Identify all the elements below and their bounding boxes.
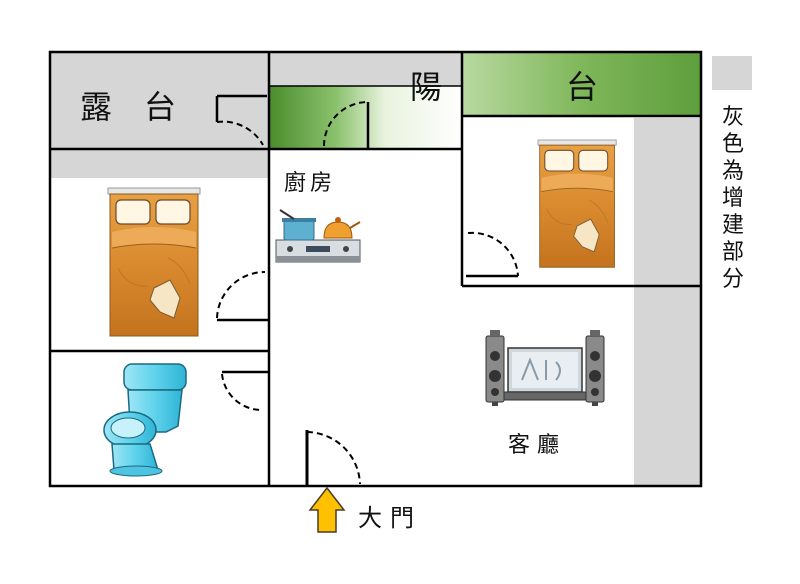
svg-text:增: 增 [722, 186, 744, 211]
bed-icon [537, 139, 617, 268]
right-addition-strip [634, 118, 701, 486]
balcony-label-right: 台 [566, 68, 598, 106]
stove-icon [275, 209, 361, 263]
arrow-up-icon [308, 486, 346, 533]
terrace-area [50, 52, 269, 149]
kitchen-label: 廚房 [284, 171, 336, 196]
terrace-label: 露 台 [80, 88, 176, 126]
bed-icon [107, 187, 201, 337]
balcony-left-area [269, 86, 462, 148]
balcony-gray-strip [269, 52, 462, 86]
toilet-icon [103, 363, 187, 477]
svg-text:色: 色 [722, 132, 744, 157]
legend-gray-swatch [712, 56, 752, 90]
doors [215, 94, 519, 486]
main-door-label: 大門 [358, 504, 422, 532]
svg-text:建: 建 [722, 213, 744, 238]
living-room-label: 客 廳 [508, 433, 559, 458]
balcony-label-left: 陽 [410, 68, 442, 106]
walls [48, 50, 703, 488]
svg-text:部: 部 [722, 240, 744, 265]
terrace-strip [50, 149, 269, 178]
svg-text:分: 分 [722, 267, 744, 292]
svg-text:灰: 灰 [722, 105, 744, 130]
svg-text:為: 為 [722, 159, 744, 184]
legend-text: 灰 色 為 增 建 部 分 [722, 105, 744, 292]
tv-speaker-icon [485, 330, 605, 406]
balcony-right-area [462, 52, 701, 116]
